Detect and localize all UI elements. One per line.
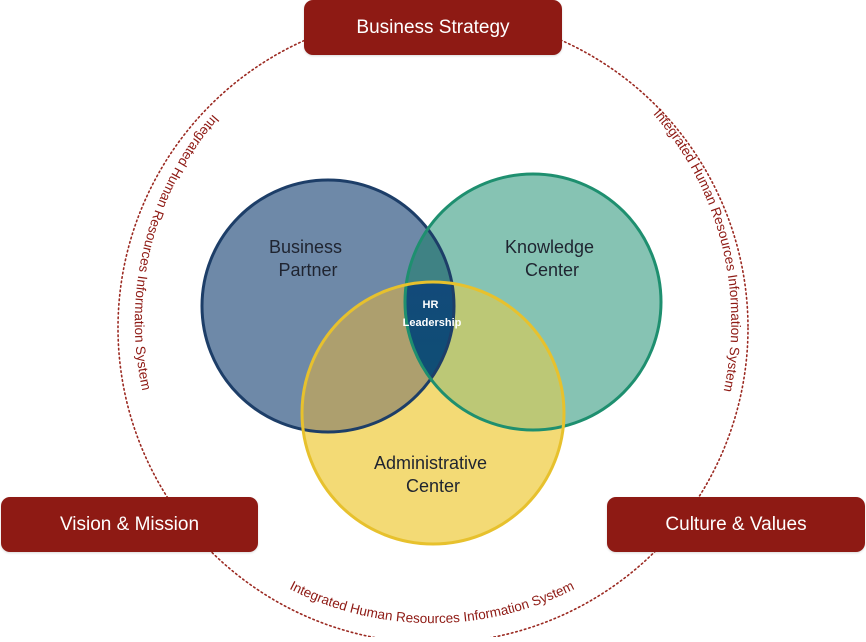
ring-label-bottom: Integrated Human Resources Information S… [288, 578, 577, 626]
label-knowledge-center: Knowledge Center [505, 237, 599, 280]
outline-knowledge-center [403, 172, 663, 432]
label-business-partner: Business Partner [269, 237, 347, 280]
label-administrative-center: Administrative Center [374, 453, 492, 496]
outline-administrative-center [300, 280, 566, 546]
ring-label-right: Integrated Human Resources Information S… [651, 106, 744, 393]
vision-mission-label: Vision & Mission [59, 513, 200, 535]
vision-mission-box: Vision & Mission [1, 497, 258, 552]
outline-business-partner [200, 178, 456, 434]
business-strategy-label: Business Strategy [356, 16, 510, 38]
label-hr-leadership: HR Leadership [403, 299, 462, 329]
outer-dotted-ring [117, 12, 749, 642]
business-strategy-box: Business Strategy [304, 0, 562, 55]
culture-values-label: Culture & Values [665, 513, 807, 535]
culture-values-box: Culture & Values [607, 497, 865, 552]
